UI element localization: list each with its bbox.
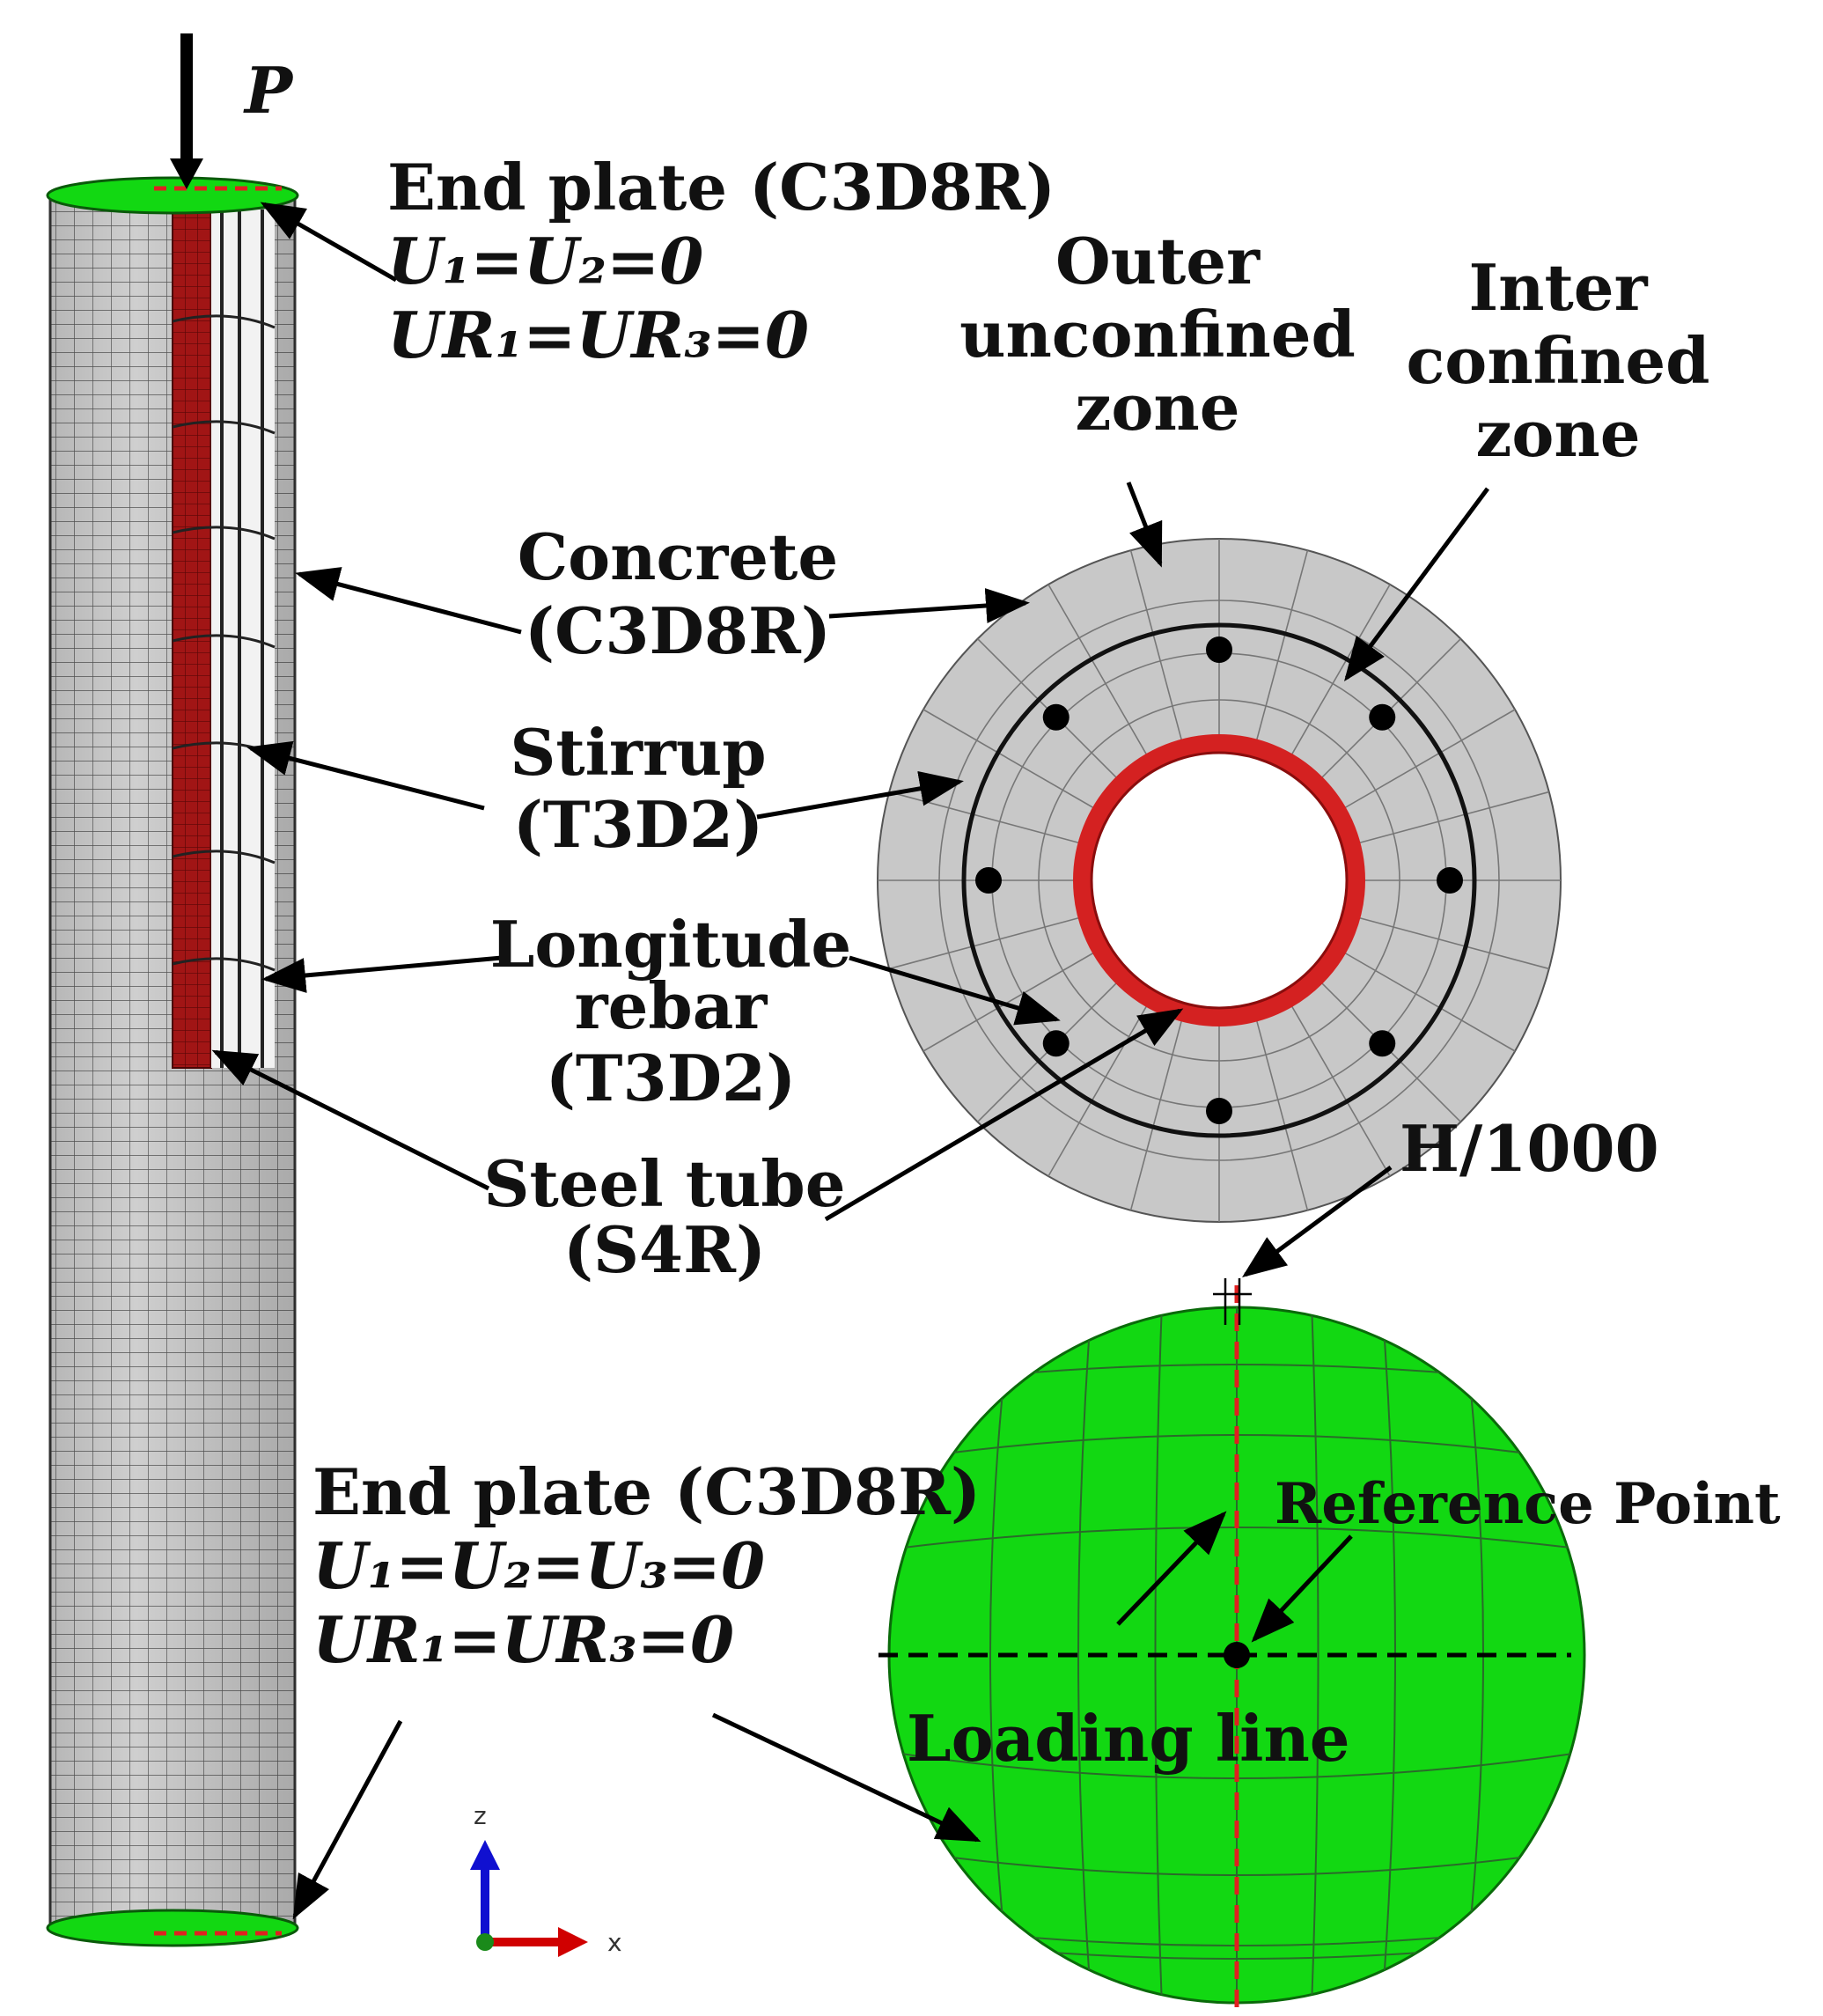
section-rebar [1369, 1030, 1396, 1057]
section-rebar [1369, 703, 1396, 731]
axis-origin [476, 1933, 494, 1951]
section-mesh-radial [1355, 916, 1549, 970]
arrow-inner-zone [1344, 487, 1490, 682]
arrow-imperfection [1241, 1165, 1393, 1277]
tube-label-1: Steel tube [483, 1146, 845, 1221]
z-axis-head [470, 1840, 500, 1870]
rebar-label-2: rebar [575, 968, 768, 1043]
section-rebars [975, 636, 1463, 1124]
x-axis-label: x [607, 1928, 622, 1957]
rebar-label-3: (T3D2) [546, 1041, 796, 1115]
section-rebar [975, 867, 1002, 894]
arrow-outer-zone [1126, 482, 1163, 568]
section-mesh-radial [1254, 550, 1309, 745]
bottom-plate-constraint-1: U₁=U₂=U₃=0 [312, 1528, 765, 1603]
section-rebar [1437, 867, 1463, 894]
column-bottom-end-plate [46, 1909, 299, 1947]
reference-point-label: Reference Point [1275, 1471, 1781, 1537]
section-stirrup [961, 622, 1477, 1138]
outer-zone-line-3: zone [1075, 370, 1239, 445]
inner-zone-line-2: confined [1406, 323, 1709, 398]
arrow-tube-column [211, 1049, 490, 1191]
concrete-label-1: Concrete [518, 519, 838, 594]
arrow-top-plate [260, 202, 398, 283]
section-rebar [1042, 703, 1070, 731]
loading-line-label: Loading line [907, 1701, 1350, 1776]
section-mesh-radial [1355, 791, 1549, 845]
arrow-loading-line [1116, 1511, 1227, 1626]
rebar-label-1: Longitude [490, 907, 851, 982]
outer-zone-line-1: Outer [1055, 224, 1261, 298]
top-plate-constraint-2: UR₁=UR₃=0 [387, 298, 809, 372]
arrow-bottom-plate-column [292, 1719, 403, 1920]
section-rebar [1206, 1098, 1232, 1124]
stirrup-label-1: Stirrup [510, 715, 766, 790]
section-mesh-radial [1254, 1016, 1309, 1210]
load-arrow-head [170, 158, 203, 189]
section-mesh-radial [1289, 584, 1391, 759]
arrow-reference-point [1251, 1534, 1353, 1643]
bottom-plate-constraint-2: UR₁=UR₃=0 [312, 1602, 734, 1677]
top-plate-constraint-1: U₁=U₂=0 [387, 224, 703, 298]
section-mesh-radial [1341, 709, 1516, 811]
section-rebar [1042, 1030, 1070, 1057]
column-longitudinal-rebars [220, 210, 264, 1068]
section-steel-tube [1073, 734, 1365, 1026]
axis-triad: z x [470, 1801, 622, 1957]
section-mesh-radial [1129, 1016, 1184, 1210]
arrow-bottom-plate-view [711, 1712, 981, 1843]
section-mesh-ring-1 [938, 600, 1500, 1161]
end-plate-view [878, 1278, 1586, 2012]
section-mesh-radial [889, 916, 1084, 970]
section-mesh-ring-3 [1038, 699, 1400, 1062]
concrete-label-2: (C3D8R) [525, 593, 831, 668]
arrow-stirrup-column [246, 740, 485, 811]
arrow-rebar-column [261, 955, 503, 993]
imperfection-label: H/1000 [1400, 1111, 1659, 1186]
arrow-tube-section [824, 1008, 1184, 1222]
x-axis-head [558, 1927, 588, 1957]
reference-point-dot [1224, 1642, 1250, 1668]
inner-zone-line-1: Inter [1468, 250, 1648, 325]
section-mesh-radial [1129, 550, 1184, 745]
tube-label-2: (S4R) [563, 1212, 766, 1287]
column-top-end-plate [46, 176, 299, 215]
inner-zone-line-3: zone [1475, 396, 1640, 471]
imperfection-marks [1213, 1278, 1252, 1325]
section-mesh-radial [923, 709, 1098, 811]
cross-section [877, 538, 1562, 1223]
section-mesh-radial [923, 950, 1098, 1052]
outer-zone-line-2: unconfined [959, 297, 1356, 372]
arrow-rebar-section [849, 955, 1061, 1026]
section-mesh-radial [1047, 1002, 1150, 1177]
z-axis-label: z [474, 1801, 487, 1830]
load-label: P [243, 53, 294, 128]
bottom-plate-label: End plate (C3D8R) [312, 1454, 981, 1529]
arrow-stirrup-section [756, 771, 964, 820]
top-plate-label: End plate (C3D8R) [387, 150, 1055, 224]
stirrup-label-2: (T3D2) [513, 787, 763, 862]
section-mesh-radial [1341, 950, 1516, 1052]
arrow-concrete-section [828, 588, 1030, 623]
column-model [46, 176, 299, 1947]
section-rebar [1206, 636, 1232, 663]
callout-arrows [211, 202, 1490, 1920]
section-mesh-radial [1289, 1002, 1391, 1177]
section-mesh-radial [1047, 584, 1150, 759]
arrow-concrete-column [295, 567, 522, 635]
